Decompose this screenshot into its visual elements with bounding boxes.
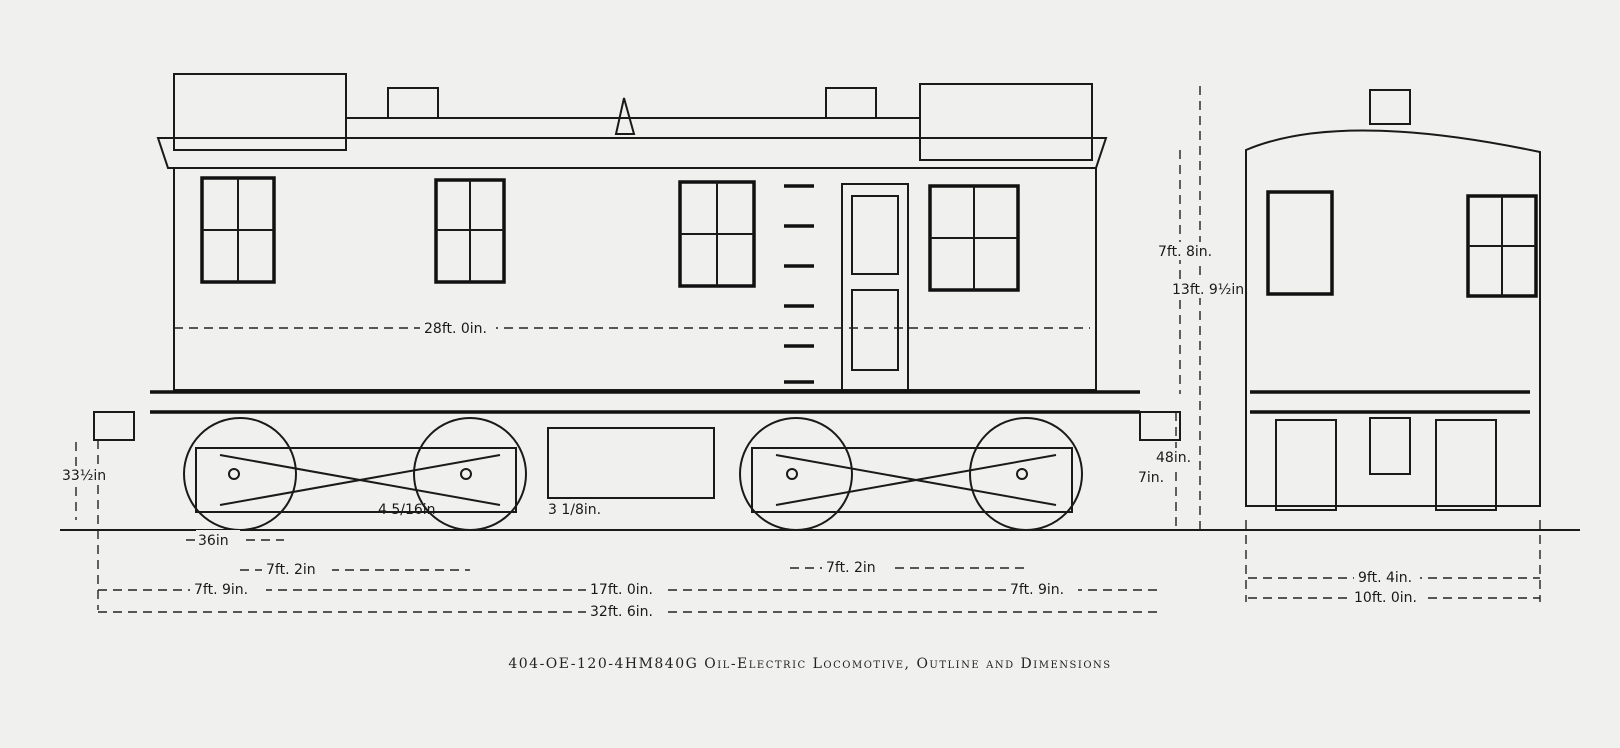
dim-truck-centers: 17ft. 0in. bbox=[590, 582, 653, 598]
dim-end-right: 7ft. 9in. bbox=[1010, 582, 1064, 598]
dim-coupler-height: 33½in bbox=[62, 468, 106, 484]
coupler-left bbox=[93, 411, 135, 441]
ladder-rungs bbox=[784, 184, 814, 384]
roof bbox=[156, 137, 1108, 169]
dim-overall-length: 32ft. 6in. bbox=[590, 604, 653, 620]
horn-left bbox=[387, 87, 439, 119]
fuel-tank bbox=[547, 427, 715, 499]
dim-clearance-side: 3 1/8in. bbox=[548, 502, 601, 518]
side-view bbox=[60, 73, 1580, 531]
dim-end-left: 7ft. 9in. bbox=[194, 582, 248, 598]
left-truck bbox=[183, 417, 527, 531]
dim-overall-height: 13ft. 9½in. bbox=[1172, 282, 1249, 298]
dim-wheelbase-left: 7ft. 2in bbox=[266, 562, 316, 578]
cab-body bbox=[173, 167, 1097, 391]
end-cab bbox=[1245, 129, 1541, 507]
coupler-right bbox=[1139, 411, 1181, 441]
dim-cab-height: 7ft. 8in. bbox=[1158, 244, 1212, 260]
dim-wheel-diameter: 36in bbox=[198, 533, 229, 549]
underframe bbox=[150, 390, 1140, 414]
windows bbox=[200, 176, 1020, 292]
bell bbox=[614, 97, 636, 135]
dim-wheelbase-right: 7ft. 2in bbox=[826, 560, 876, 576]
dim-step-height: 7in. bbox=[1138, 470, 1164, 486]
dimension-lines bbox=[75, 86, 1541, 613]
dim-end-width: 10ft. 0in. bbox=[1354, 590, 1417, 606]
dim-clearance-center: 4 5/16in bbox=[378, 502, 436, 518]
drawing-caption: 404-OE-120-4HM840G Oil-Electric Locomoti… bbox=[508, 656, 1112, 672]
door bbox=[841, 183, 909, 391]
radiator-housing-right bbox=[919, 83, 1093, 161]
end-view bbox=[1245, 89, 1541, 511]
dimension-labels: 28ft. 0in. 7ft. 8in. 13ft. 9½in. 48in. 7… bbox=[62, 242, 1426, 620]
horn-right bbox=[825, 87, 877, 119]
dim-end-inner-width: 9ft. 4in. bbox=[1358, 570, 1412, 586]
dim-body-length: 28ft. 0in. bbox=[424, 321, 487, 337]
radiator-housing-left bbox=[173, 73, 347, 151]
right-truck bbox=[739, 417, 1083, 531]
dim-deck-height: 48in. bbox=[1156, 450, 1191, 466]
